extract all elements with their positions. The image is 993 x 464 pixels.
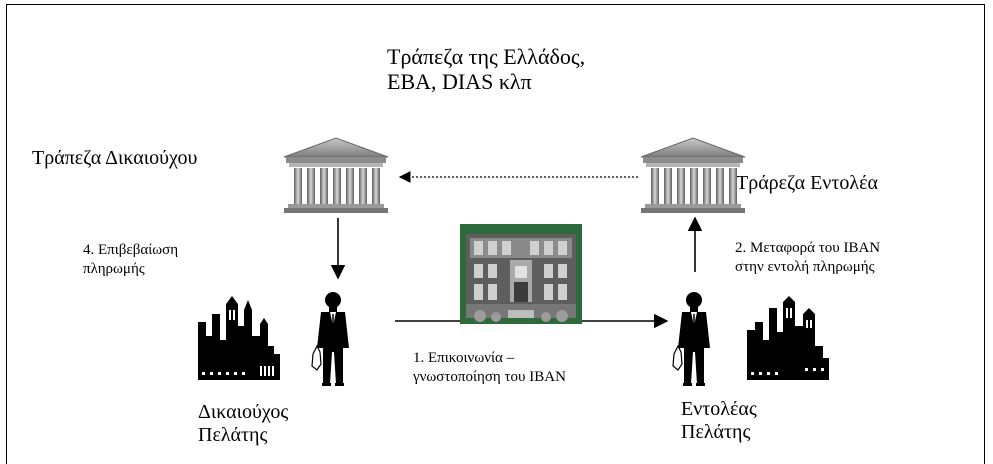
city-skyline-icon: [747, 296, 829, 380]
step1-line-2: γνωστοποίηση του IBAN: [413, 368, 566, 385]
originator-bank-label: Τράρεζα Εντολέα: [736, 172, 878, 194]
step1-line-1: 1. Επικοινωνία –: [413, 350, 515, 366]
bank-icon: [640, 137, 746, 213]
building-icon: [460, 224, 582, 324]
beneficiary-client-line-2: Πελάτης: [198, 424, 268, 446]
central-banks-line-1: Τράπεζα της Ελλάδος,: [387, 44, 586, 69]
step4-label: 4. Επιβεβαίωση πληρωμής: [83, 241, 178, 279]
beneficiary-client-label: Δικαιούχος Πελάτης: [198, 401, 288, 447]
step2-label: 2. Μεταφορά του IBAN στην εντολή πληρωμή…: [735, 239, 880, 277]
central-banks-line-2: EBA, DIAS κλπ: [387, 69, 532, 95]
step2-line-1: 2. Μεταφορά του IBAN: [735, 240, 881, 256]
step1-label: 1. Επικοινωνία – γνωστοποίηση του IBAN: [413, 349, 566, 387]
originator-client-label: Εντολέας Πελάτης: [681, 398, 757, 444]
beneficiary-bank-label: Τράπεζα Δικαιούχου: [32, 147, 198, 169]
diagram-frame: [6, 4, 985, 464]
originator-client-line-2: Πελάτης: [681, 421, 751, 443]
city-skyline-icon: [198, 296, 280, 380]
step4-line-2: πληρωμής: [83, 260, 145, 277]
central-banks-label: Τράπεζα της Ελλάδος, EBA, DIAS κλπ: [387, 44, 585, 95]
businessman-icon: [672, 292, 710, 386]
bank-icon: [283, 137, 389, 213]
step2-line-2: στην εντολή πληρωμής: [735, 258, 875, 275]
originator-client-line-1: Εντολέας: [681, 398, 757, 420]
step4-line-1: 4. Επιβεβαίωση: [83, 242, 179, 258]
businessman-icon: [311, 292, 349, 386]
beneficiary-client-line-1: Δικαιούχος: [198, 401, 289, 423]
